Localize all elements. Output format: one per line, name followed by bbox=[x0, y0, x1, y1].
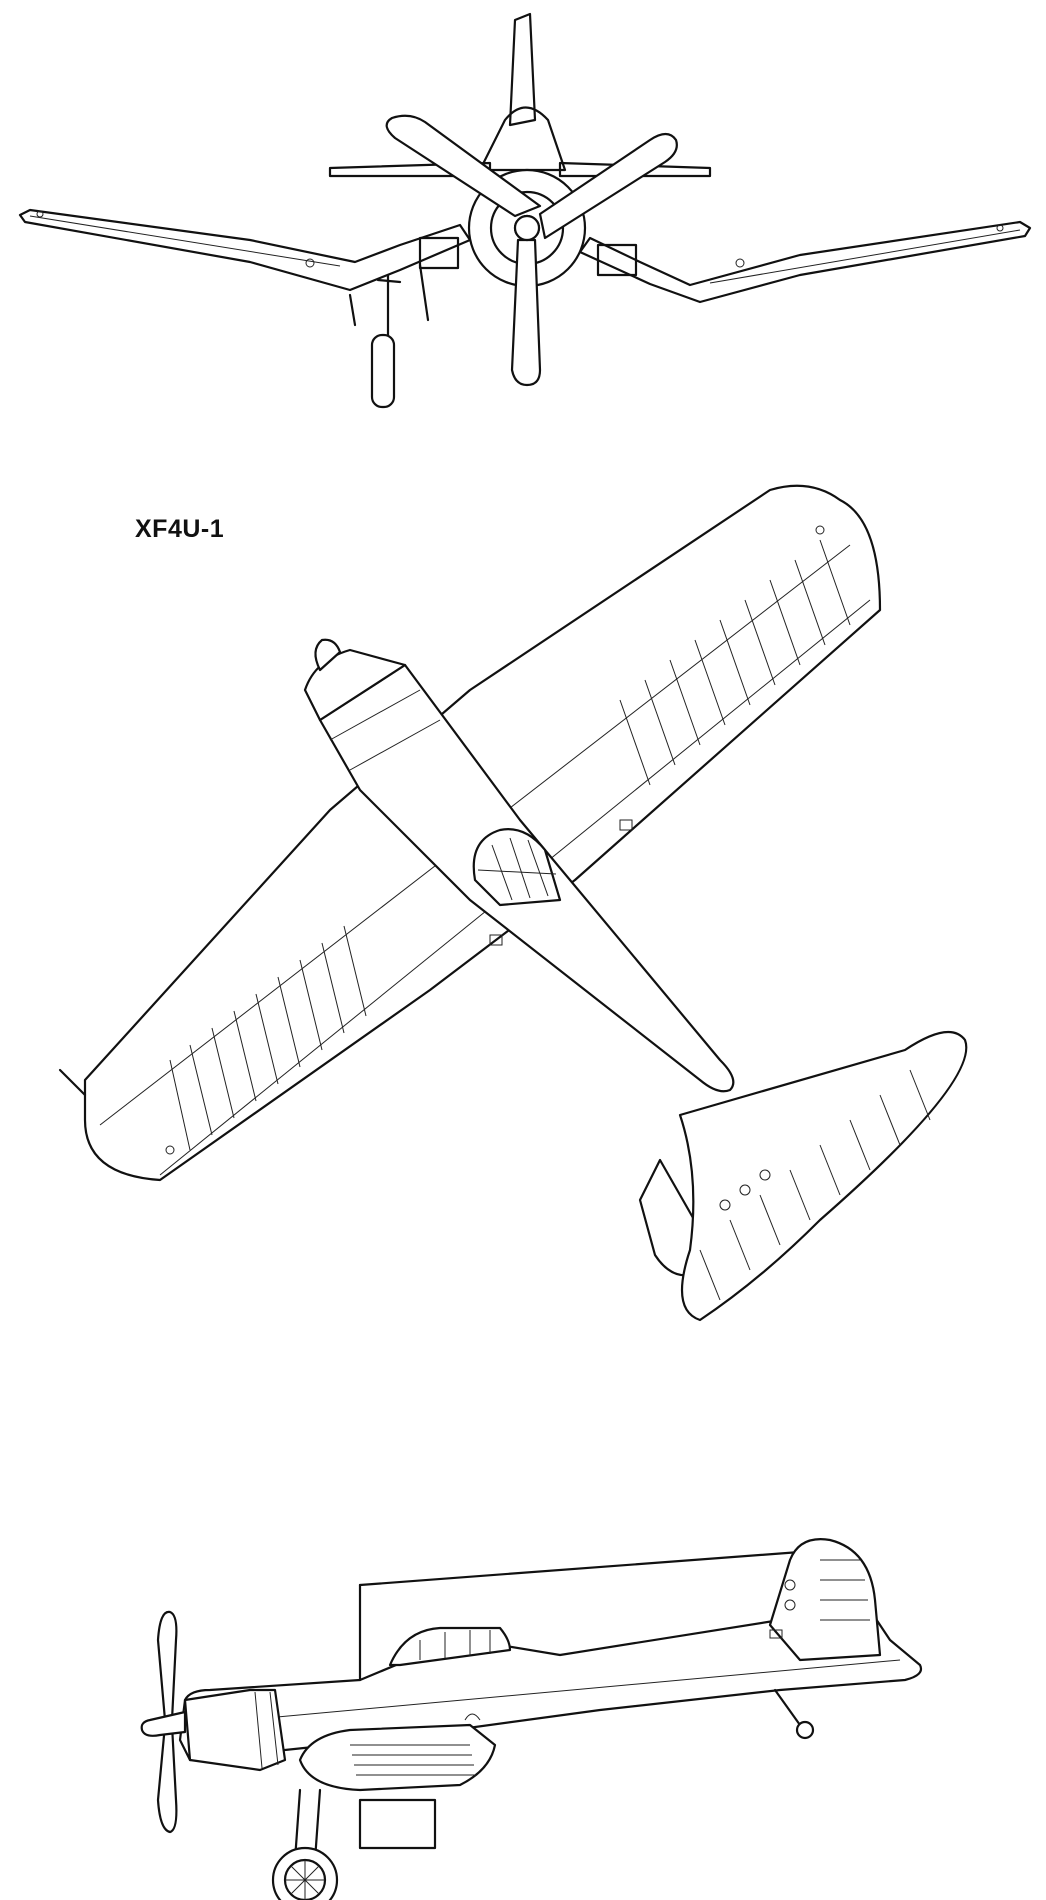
side-view bbox=[140, 1538, 923, 1900]
aircraft-designation-label: XF4U-1 bbox=[135, 515, 225, 543]
front-view bbox=[18, 12, 1032, 409]
plan-view bbox=[58, 484, 968, 1322]
